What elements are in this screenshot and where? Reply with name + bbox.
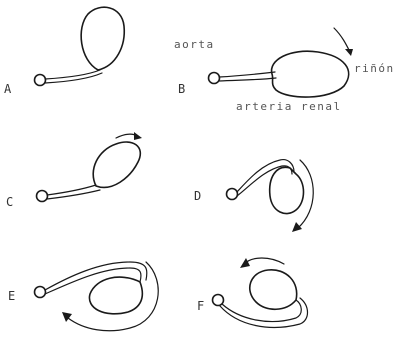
panel-d-letter: D (194, 189, 201, 203)
panel-f-kidney (250, 270, 297, 309)
panel-f-rotation-arrowhead (240, 258, 250, 268)
panel-e-rotation-arrowhead (62, 312, 72, 322)
panel-b-kidney-pointer-head (345, 49, 353, 56)
panel-a: A (4, 7, 124, 96)
panel-d-aorta-circle (227, 189, 238, 200)
panel-e: E (8, 262, 158, 331)
panel-d-rotation-arrow (298, 160, 313, 228)
panel-c-letter: C (6, 195, 13, 209)
panel-f-rotation-arrow (244, 258, 284, 264)
panel-d-renal-artery (237, 160, 294, 196)
label-renal-artery: arteria renal (236, 100, 342, 113)
panel-c-rotation-arrowhead (134, 132, 142, 140)
panel-d-kidney (270, 167, 304, 213)
panel-f-letter: F (197, 299, 204, 313)
panel-d: D (194, 160, 313, 232)
panel-b-aorta-circle (209, 73, 220, 84)
panel-e-aorta-circle (35, 287, 46, 298)
panel-d-rotation-arrowhead (292, 222, 302, 232)
panel-a-aorta-circle (35, 75, 46, 86)
panel-a-kidney (81, 7, 124, 70)
panel-b-renal-artery (219, 72, 276, 81)
panel-a-letter: A (4, 82, 12, 96)
panel-e-kidney (89, 277, 142, 314)
label-aorta: aorta (174, 38, 215, 51)
panel-a-renal-artery (45, 70, 102, 83)
panel-b-letter: B (178, 82, 185, 96)
panel-b-kidney (272, 51, 349, 97)
panel-e-letter: E (8, 289, 15, 303)
panel-c-kidney (93, 142, 140, 187)
panel-f: F (197, 258, 308, 327)
label-kidney: riñón (354, 62, 395, 75)
panel-b-kidney-pointer (334, 28, 350, 52)
panel-c-aorta-circle (37, 191, 48, 202)
panel-c: C (6, 132, 142, 209)
panel-c-renal-artery (47, 185, 100, 199)
panel-b: B aorta riñón arteria renal (174, 28, 395, 113)
